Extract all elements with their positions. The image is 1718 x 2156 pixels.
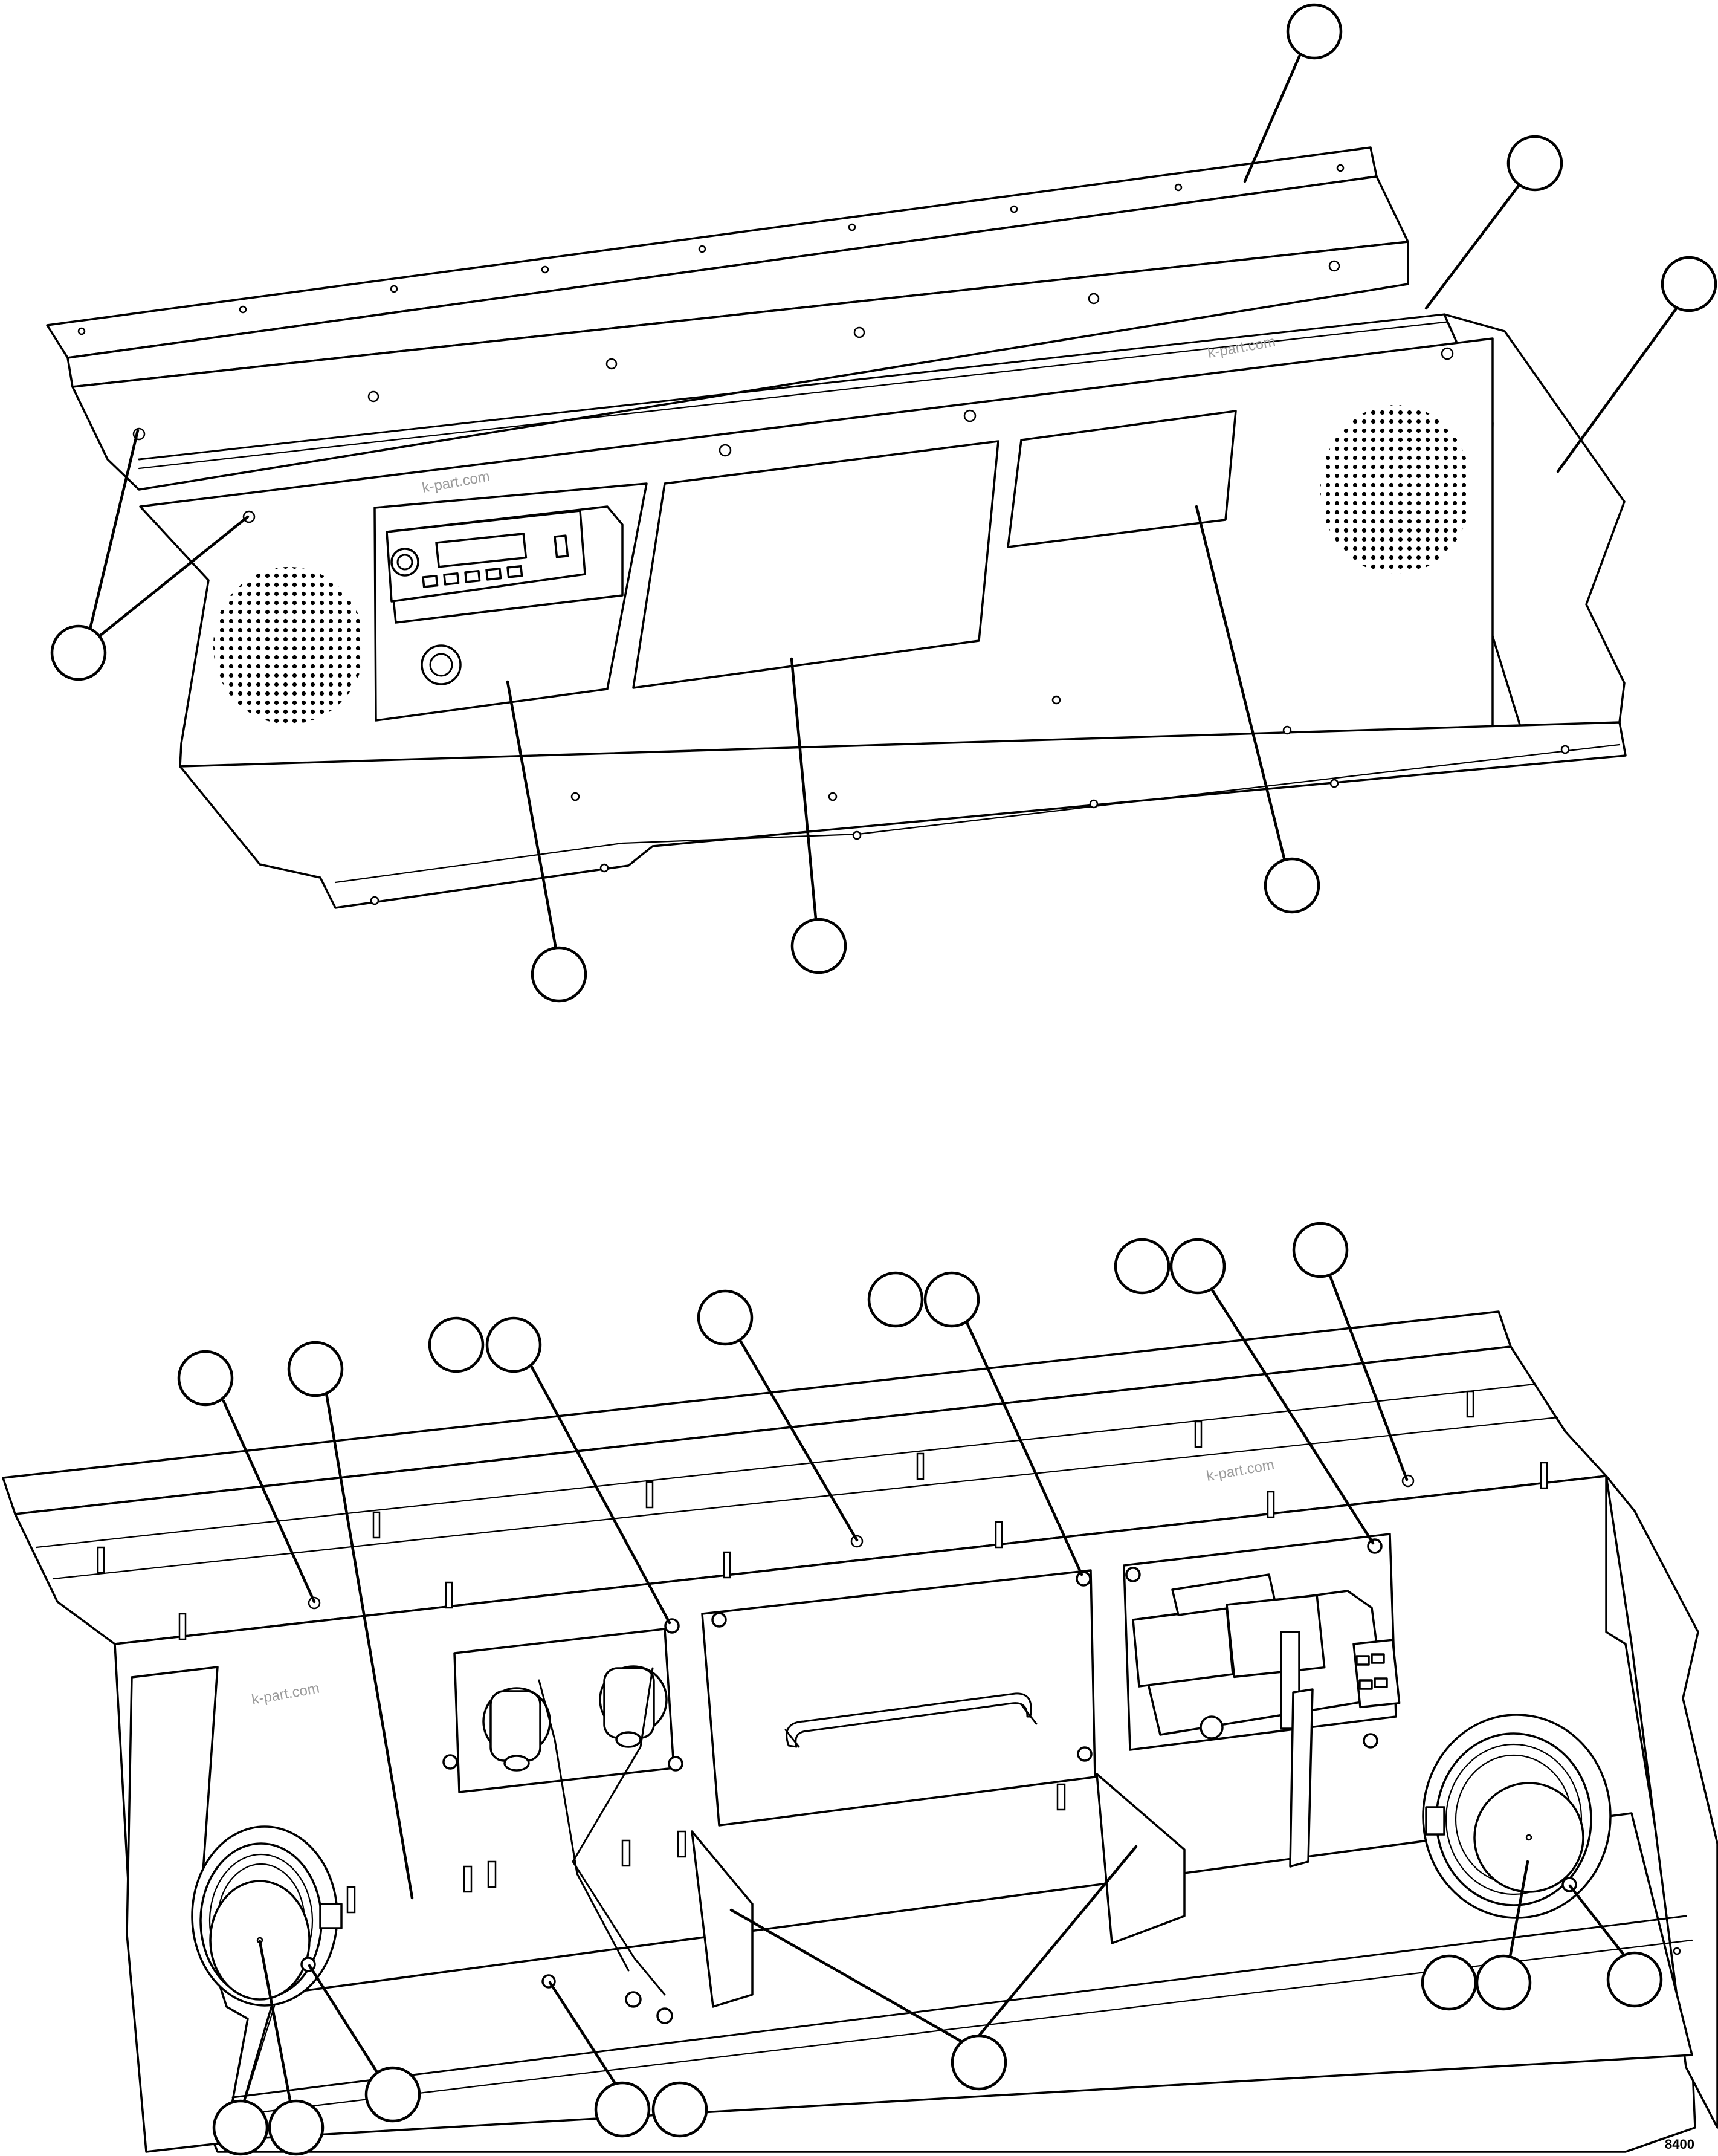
callout-circle [50, 624, 107, 681]
callout-circle [485, 1316, 542, 1373]
fasteners [277, 1474, 1681, 2132]
switch-bracket [453, 1628, 675, 1996]
amplifier-module [1123, 1533, 1401, 1868]
bottom-callouts [177, 1222, 1663, 2156]
callout-circle [531, 946, 587, 1003]
callout-circle [1169, 1238, 1226, 1295]
handle [786, 1692, 1032, 1748]
callout-circle [364, 2066, 421, 2123]
lip-rail [138, 313, 1445, 461]
rear-left-side [126, 1666, 249, 2153]
divider-right [1096, 1773, 1186, 1944]
callout-circle [1421, 1954, 1477, 2011]
callout-circle [1114, 1238, 1171, 1295]
callout-circle [177, 1350, 234, 1407]
cover-plate-right [1007, 410, 1237, 548]
left-rear-speaker [191, 1825, 343, 2007]
callout-circle [1286, 3, 1343, 60]
figure-id: 8400 [1665, 2137, 1694, 2152]
callout-circle [1506, 135, 1563, 192]
callout-circle [923, 1271, 980, 1328]
upper-face [71, 241, 1409, 491]
callout-circle [697, 1289, 754, 1346]
callout-circle [212, 2099, 269, 2156]
callout-circle [594, 2081, 651, 2138]
cover-plate-center [632, 440, 999, 689]
callout-circle [428, 1316, 485, 1373]
callout-circle [1264, 857, 1320, 914]
callout-circle [268, 2099, 325, 2156]
top-view-console: k-part.com k-part.com [46, 146, 1627, 909]
right-speaker-grille [1320, 405, 1471, 574]
callout-circle [1292, 1222, 1349, 1278]
cover-panel-rear [701, 1569, 1096, 1827]
divider-left [691, 1830, 754, 2008]
callout-circle [867, 1271, 924, 1328]
callout-circle [287, 1341, 344, 1397]
callout-circle [790, 918, 847, 974]
callout-circle [1661, 256, 1717, 312]
callout-circle [1475, 1954, 1532, 2011]
callout-circle [1606, 1951, 1663, 2008]
rear-right-side [1605, 1475, 1718, 2129]
bottom-view-console: k-part.com k-part.com [2, 1310, 1718, 2153]
top-callouts [50, 3, 1717, 1003]
mounting-studs [97, 1390, 1548, 1914]
left-speaker-grille [213, 567, 364, 724]
top-flange-holes [77, 164, 1570, 905]
right-rear-speaker [1422, 1714, 1612, 1919]
round-connector [421, 644, 462, 685]
radio-unit [386, 505, 624, 624]
callout-circle [651, 2081, 708, 2138]
callout-circle [951, 2034, 1007, 2091]
